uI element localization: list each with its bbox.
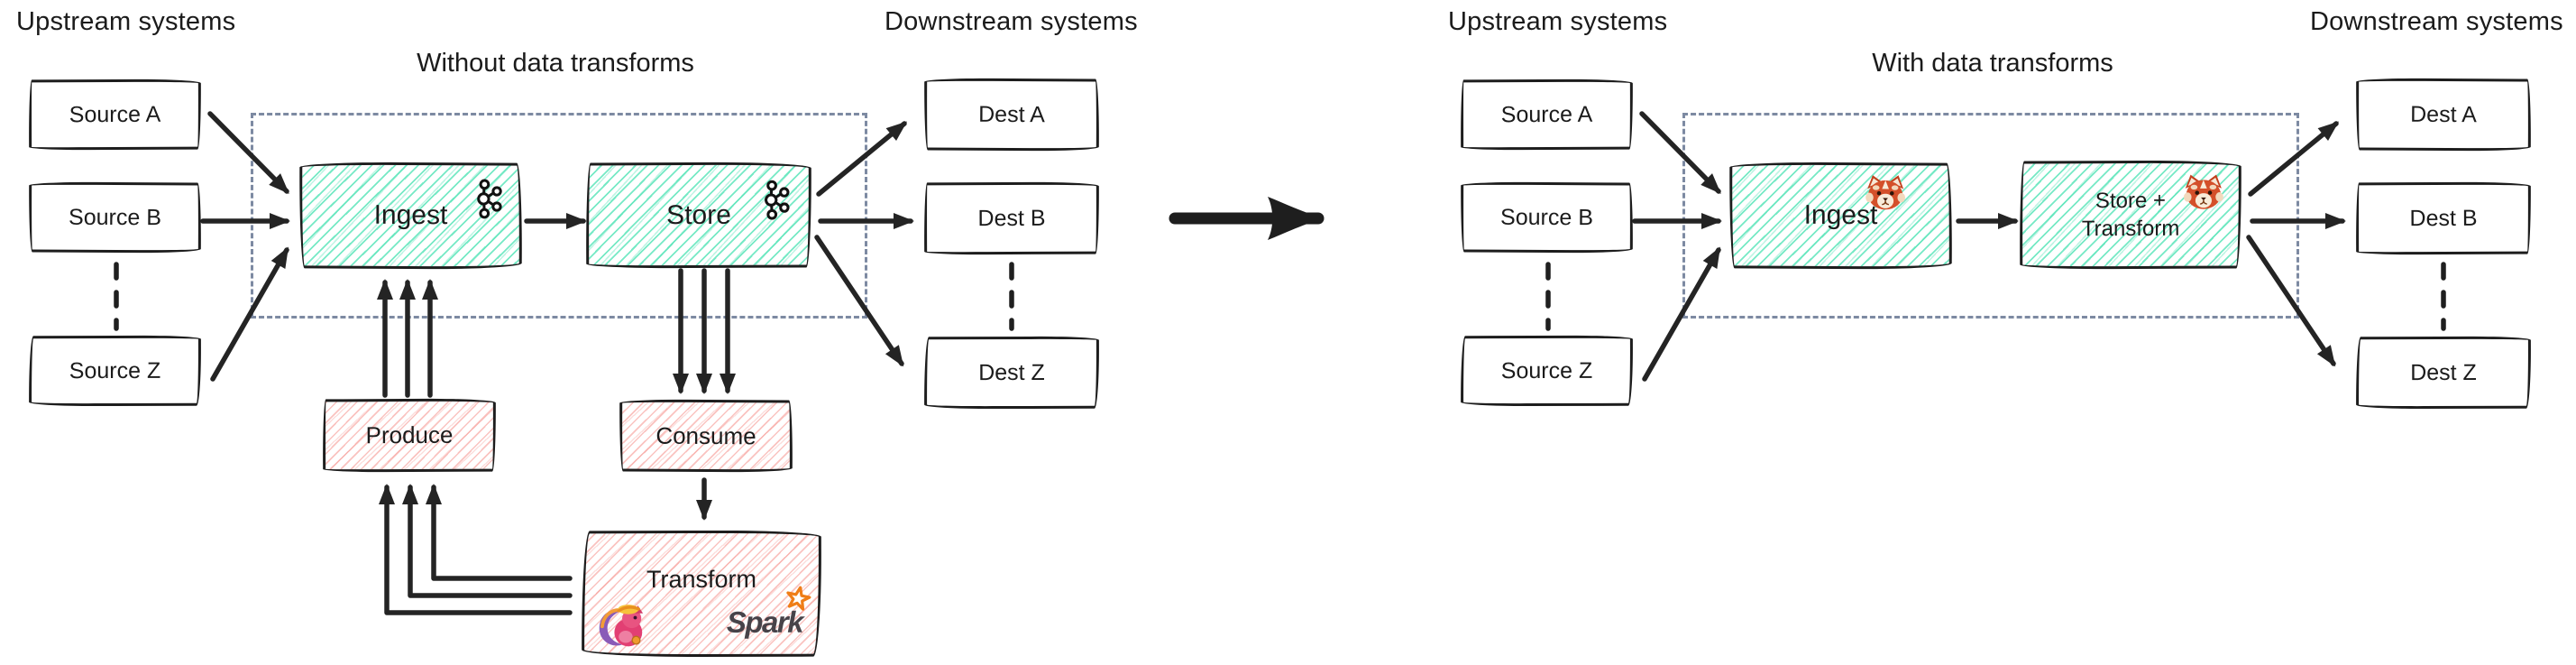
right-dest-a-label: Dest A bbox=[2410, 101, 2477, 127]
left-transform-label: Transform bbox=[646, 565, 756, 594]
left-dest-z-box: Dest Z bbox=[923, 336, 1100, 410]
spark-logo: Spark bbox=[727, 586, 811, 640]
left-downstream-systems-label: Downstream systems bbox=[885, 7, 1138, 36]
right-store-transform-label-line1: Store + bbox=[2095, 188, 2167, 213]
left-dest-b-label: Dest B bbox=[977, 205, 1046, 231]
left-source-b-label: Source B bbox=[69, 204, 161, 230]
flink-squirrel-icon bbox=[599, 605, 644, 647]
left-store-label: Store bbox=[666, 199, 731, 230]
right-dest-z-label: Dest Z bbox=[2410, 359, 2477, 385]
left-pipeline-boundary bbox=[251, 113, 867, 319]
left-dest-z-label: Dest Z bbox=[978, 359, 1045, 385]
spark-star-icon bbox=[786, 586, 811, 611]
left-source-b-box: Source B bbox=[28, 181, 202, 254]
left-dest-a-box: Dest A bbox=[923, 78, 1100, 152]
redpanda-icon bbox=[2184, 174, 2223, 209]
right-source-b-box: Source B bbox=[1460, 181, 1634, 254]
right-pipeline-boundary bbox=[1682, 113, 2299, 319]
right-source-b-label: Source B bbox=[1500, 204, 1593, 230]
left-ingest-box: Ingest bbox=[298, 162, 523, 270]
right-ingest-box: Ingest bbox=[1728, 162, 1953, 270]
left-dest-a-label: Dest A bbox=[978, 101, 1045, 127]
left-produce-label: Produce bbox=[365, 420, 454, 449]
right-downstream-systems-label: Downstream systems bbox=[2310, 7, 2563, 36]
kafka-icon bbox=[477, 179, 502, 219]
left-source-z-box: Source Z bbox=[28, 335, 202, 407]
left-source-z-label: Source Z bbox=[69, 357, 161, 383]
right-upstream-systems-label: Upstream systems bbox=[1448, 7, 1668, 36]
right-dest-b-label: Dest B bbox=[2409, 205, 2478, 231]
right-dest-b-box: Dest B bbox=[2355, 181, 2532, 255]
redpanda-icon bbox=[1866, 175, 1906, 210]
kafka-icon bbox=[765, 180, 790, 220]
right-source-z-box: Source Z bbox=[1460, 335, 1634, 407]
right-source-a-box: Source A bbox=[1460, 79, 1634, 151]
right-source-a-label: Source A bbox=[1500, 101, 1593, 127]
left-diagram-title: Without data transforms bbox=[417, 49, 694, 78]
left-transform-box: Transform Spark bbox=[581, 530, 822, 658]
left-upstream-systems-label: Upstream systems bbox=[16, 7, 236, 36]
right-source-z-label: Source Z bbox=[1500, 357, 1593, 383]
left-dest-b-box: Dest B bbox=[923, 181, 1100, 255]
right-dest-z-box: Dest Z bbox=[2355, 336, 2532, 410]
left-consume-box: Consume bbox=[619, 399, 793, 473]
right-store-transform-label-line2: Transform bbox=[2081, 216, 2180, 242]
right-store-transform-box: Store + Transform bbox=[2019, 160, 2242, 270]
left-produce-box: Produce bbox=[322, 398, 497, 473]
left-ingest-label: Ingest bbox=[373, 199, 448, 231]
left-consume-label: Consume bbox=[655, 421, 756, 449]
left-transform-to-produce-arrows bbox=[379, 484, 573, 615]
left-source-a-label: Source A bbox=[69, 101, 161, 127]
right-diagram-title: With data transforms bbox=[1872, 49, 2113, 78]
left-source-a-box: Source A bbox=[28, 79, 202, 151]
right-store-transform-label: Store + Transform bbox=[2082, 187, 2180, 244]
right-dest-a-box: Dest A bbox=[2355, 78, 2532, 152]
left-store-box: Store bbox=[585, 162, 812, 269]
